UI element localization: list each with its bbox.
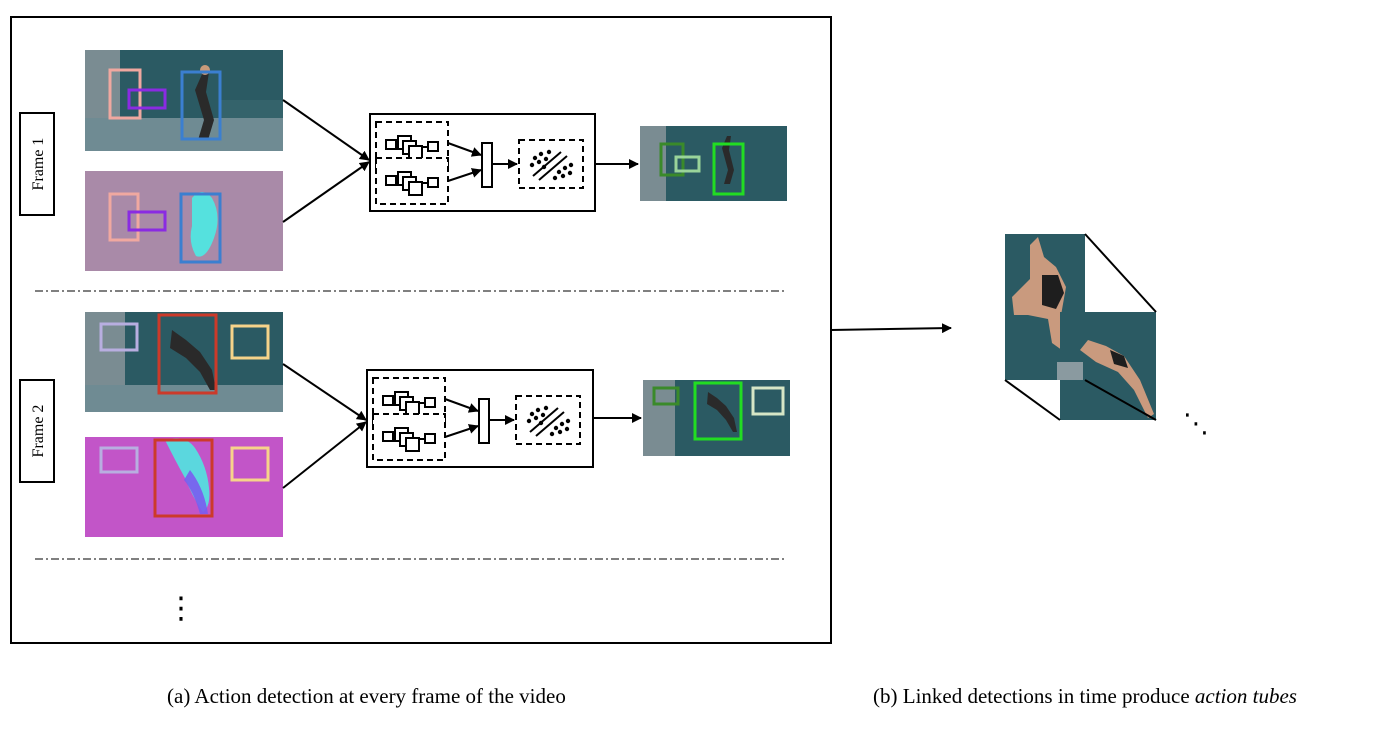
frame-2-rgb-arrow: [282, 363, 367, 421]
frame-1-output-box-dark-green: [659, 142, 685, 177]
frame-2-rgb-box-yellow: [230, 324, 270, 360]
frame-2-flow-stream-cnn: [372, 413, 446, 461]
frame-1-network-module: [369, 113, 596, 212]
frame-2-output-image: [643, 380, 790, 456]
frame-1-output-box-light-green: [674, 155, 701, 173]
tube-edge-bottom: [1004, 379, 1061, 421]
tube-frame-back: [1057, 312, 1156, 420]
caption-panel-b-emphasis: action tubes: [1194, 684, 1297, 708]
frame-1-flow-image: [85, 171, 283, 271]
frame-1-classifier: [518, 139, 584, 189]
frame-2-flow-image: [85, 437, 283, 537]
frame-1-rgb-arrow: [282, 99, 370, 161]
frame-1-flow-box-blue: [179, 192, 222, 264]
frame-2-output-box-dark-green: [652, 386, 680, 406]
frame-2-classifier: [515, 395, 581, 445]
frame-2-label-box: [19, 379, 55, 483]
action-tube: [1004, 233, 1157, 421]
frame-1-output-image: [640, 126, 787, 201]
frame-2-rgb-box-red: [157, 313, 218, 395]
frame-2-flow-arrow: [282, 421, 367, 489]
frame-1-flow-box-purple: [127, 210, 167, 232]
frame-1-flow-box-pink: [108, 192, 140, 242]
frame-2-row: Frame 2: [19, 312, 790, 537]
frame-1-fusion-bar: [481, 142, 493, 188]
frame-2-flow-box-lavender: [99, 446, 139, 474]
panel-a-to-b-arrow: [830, 323, 952, 334]
frame-1-rgb-box-blue: [180, 70, 222, 141]
frame-2-flow-box-yellow: [230, 446, 270, 482]
frame-1-rgb-box-pink: [108, 68, 142, 120]
frame-2-rgb-box-lavender: [99, 322, 139, 352]
frame-1-rgb-box-purple: [127, 88, 167, 110]
frame-1-label: Frame 1: [30, 138, 47, 191]
more-frames-ellipsis: ⋮: [166, 591, 196, 626]
frame-2-network-module: [366, 369, 594, 468]
frame-1-flow-arrow: [282, 161, 370, 223]
caption-panel-b: (b) Linked detections in time produce ac…: [873, 684, 1297, 709]
more-tube-frames-ellipsis: ⋱: [1183, 409, 1209, 439]
frame-2-output-box-light-green: [751, 386, 785, 416]
frame-1-row: Frame 1: [19, 50, 787, 271]
tube-edge-top: [1084, 233, 1157, 313]
frame-1-label-box: [19, 112, 55, 216]
frame-1-flow-stream-cnn: [375, 157, 449, 205]
frame-2-label: Frame 2: [30, 405, 47, 458]
frame-2-output-box-bright-green: [693, 381, 743, 441]
caption-panel-b-text: (b) Linked detections in time produce: [873, 684, 1195, 708]
tube-edge-corner: [1084, 379, 1157, 421]
caption-panel-a-text: (a) Action detection at every frame of t…: [167, 684, 566, 708]
frame-1-output-box-bright-green: [712, 142, 745, 196]
frame-2-flow-box-red: [153, 438, 214, 518]
frame-2-fusion-bar: [478, 398, 490, 444]
caption-panel-a: (a) Action detection at every frame of t…: [167, 684, 566, 709]
frame-2-rgb-image: [85, 312, 283, 412]
frame-1-rgb-image: [85, 50, 283, 151]
